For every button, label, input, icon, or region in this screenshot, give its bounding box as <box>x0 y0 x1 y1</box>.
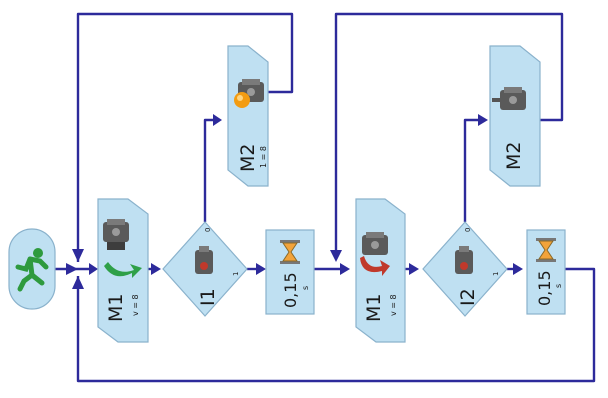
arrowhead-into-m2b <box>478 114 488 126</box>
push-button-sensor-icon <box>195 246 213 274</box>
i2-label: I2 <box>457 288 479 306</box>
i2-port-0: 0 <box>464 228 472 232</box>
arrowhead-into-m1a <box>89 263 98 275</box>
lamp-icon <box>234 92 250 108</box>
m2-first-param: 1 = 8 <box>259 146 268 168</box>
arrowhead-into-i1 <box>151 263 161 275</box>
sensor-branch-i1[interactable]: I1 0 1 <box>162 221 248 317</box>
running-figure-icon <box>15 248 49 292</box>
motor-icon <box>492 87 526 110</box>
wait-second-value: 0,15 <box>535 270 554 306</box>
arrowhead-loop-down <box>330 250 342 262</box>
i1-port-0: 0 <box>204 228 212 232</box>
wire-i2-to-m2b <box>463 118 484 222</box>
m1-first-label: M1 <box>105 294 127 322</box>
arrowhead-into-m1b <box>340 263 350 275</box>
wire-i1-to-m2 <box>203 118 218 222</box>
motor-block-m1-first[interactable]: M1 v = 8 <box>97 198 149 343</box>
arrowhead-into-m2a <box>213 114 222 126</box>
arrowhead-into-junction-top <box>72 249 84 262</box>
arrowhead-into-wait-b <box>513 263 523 275</box>
wait-block-second[interactable]: 0,15 s <box>526 229 566 315</box>
wait-first-value: 0,15 <box>281 272 300 308</box>
wait-first-unit: s <box>301 286 310 290</box>
arrowhead-into-wait-a <box>256 263 266 275</box>
wait-block-first[interactable]: 0,15 s <box>265 229 315 315</box>
m1-first-param: v = 8 <box>131 294 140 316</box>
hourglass-icon <box>280 240 300 264</box>
push-button-sensor-icon <box>455 246 473 274</box>
green-arrow-icon <box>104 262 142 278</box>
i2-port-1: 1 <box>492 272 500 276</box>
m2-first-label: M2 <box>237 144 259 172</box>
motor-icon <box>103 219 129 250</box>
motor-icon <box>362 232 388 255</box>
motor-block-m2-second[interactable]: M2 <box>489 45 541 187</box>
m1-second-label: M1 <box>363 294 385 322</box>
connection-wires <box>55 12 596 383</box>
i1-port-1: 1 <box>232 272 240 276</box>
wire-loop-top-left <box>76 12 294 262</box>
wire-loop-top-right <box>334 12 564 258</box>
wait-second-unit: s <box>554 284 563 288</box>
arrowhead-into-junction-left <box>66 263 78 275</box>
wire-loop-bottom <box>76 267 596 383</box>
arrowheads <box>66 114 523 289</box>
motor-block-m1-second[interactable]: M1 v = 8 <box>355 198 406 343</box>
red-arrow-icon <box>360 256 390 276</box>
sensor-branch-i2[interactable]: I2 0 1 <box>422 221 508 317</box>
arrowhead-into-junction-bottom <box>72 276 84 289</box>
i1-label: I1 <box>197 288 219 306</box>
arrowhead-into-i2 <box>409 263 419 275</box>
m2-second-label: M2 <box>503 142 525 170</box>
m1-second-param: v = 8 <box>389 294 398 316</box>
hourglass-icon <box>536 238 556 262</box>
motor-block-m2-first[interactable]: M2 1 = 8 <box>227 45 269 187</box>
start-block[interactable] <box>8 228 56 310</box>
